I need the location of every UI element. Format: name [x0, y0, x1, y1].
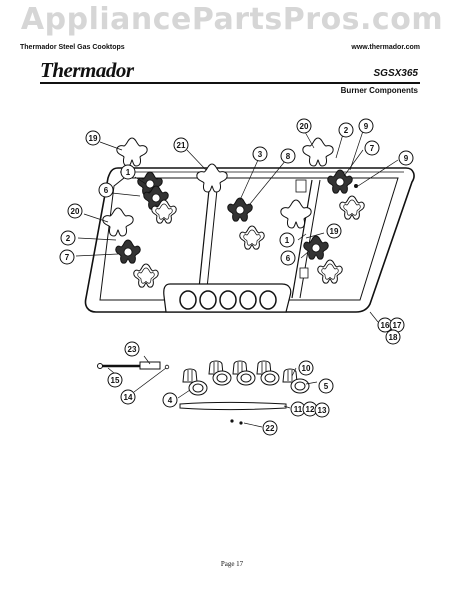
callout-circle [318, 378, 334, 394]
callout-circle [280, 250, 296, 266]
callout-21: 21 [173, 137, 189, 153]
callout-label: 19 [330, 227, 339, 236]
callout-label: 19 [89, 134, 98, 143]
callout-label: 5 [324, 382, 329, 391]
callout-label: 4 [168, 396, 173, 405]
control-panel [163, 283, 292, 313]
callout-7: 7 [364, 140, 380, 156]
callout-18: 18 [385, 329, 401, 345]
callout-label: 6 [286, 254, 291, 263]
header-rule [40, 82, 420, 84]
callout-label: 12 [306, 405, 315, 414]
callout-1: 1 [279, 232, 295, 248]
callout-6: 6 [280, 250, 296, 266]
callout-circle [252, 146, 268, 162]
leader-lines [75, 127, 399, 428]
callout-13: 13 [314, 402, 330, 418]
callout-circle [107, 372, 123, 388]
callout-15: 15 [107, 372, 123, 388]
callout-circle [385, 329, 401, 345]
callout-19: 19 [326, 223, 342, 239]
callout-circle [67, 203, 83, 219]
callout-label: 15 [111, 376, 120, 385]
callout-label: 9 [364, 122, 369, 131]
callout-7: 7 [59, 249, 75, 265]
callout-circle [120, 389, 136, 405]
callout-label: 2 [344, 126, 349, 135]
callout-10: 10 [298, 360, 314, 376]
callout-circle [279, 232, 295, 248]
callout-label: 7 [65, 253, 70, 262]
callout-3: 3 [252, 146, 268, 162]
callout-label: 14 [124, 393, 133, 402]
callout-circle [124, 341, 140, 357]
callout-9: 9 [398, 150, 414, 166]
callout-label: 7 [370, 144, 375, 153]
callout-circle [162, 392, 178, 408]
callout-circle [314, 402, 330, 418]
callout-label: 3 [258, 150, 263, 159]
callout-circle [262, 420, 278, 436]
callout-label: 1 [126, 168, 131, 177]
callout-label: 2 [66, 234, 71, 243]
callout-label: 21 [177, 141, 186, 150]
callout-circle [326, 223, 342, 239]
callout-label: 22 [266, 424, 275, 433]
callout-22: 22 [262, 420, 278, 436]
callout-4: 4 [162, 392, 178, 408]
callout-circle [85, 130, 101, 146]
callout-circle [298, 360, 314, 376]
callout-label: 20 [71, 207, 80, 216]
header-title: Thermador Steel Gas Cooktops [20, 44, 125, 51]
callout-1: 1 [120, 164, 136, 180]
callout-label: 18 [389, 333, 398, 342]
callout-label: 16 [381, 321, 390, 330]
callout-label: 17 [393, 321, 402, 330]
callout-20: 20 [67, 203, 83, 219]
callout-label: 20 [300, 122, 309, 131]
loose-parts [97, 360, 310, 425]
callout-label: 8 [286, 152, 291, 161]
callout-circle [60, 230, 76, 246]
section-title: Burner Components [340, 86, 418, 95]
callout-circle [173, 137, 189, 153]
callout-circle [398, 150, 414, 166]
callout-circle [358, 118, 374, 134]
model-number: SGSX365 [373, 68, 418, 79]
callout-label: 6 [104, 186, 109, 195]
callout-9: 9 [358, 118, 374, 134]
callout-8: 8 [280, 148, 296, 164]
callout-circle [120, 164, 136, 180]
callout-6: 6 [98, 182, 114, 198]
callout-circle [338, 122, 354, 138]
callout-label: 13 [318, 406, 327, 415]
callout-19: 19 [85, 130, 101, 146]
callout-5: 5 [318, 378, 334, 394]
callout-14: 14 [120, 389, 136, 405]
callout-label: 10 [302, 364, 311, 373]
burner-parts [102, 137, 365, 288]
brand-logo: Thermador [40, 58, 134, 82]
callout-2: 2 [338, 122, 354, 138]
callout-circle [280, 148, 296, 164]
callout-circle [296, 118, 312, 134]
callout-label: 11 [294, 405, 303, 414]
callout-label: 9 [404, 154, 409, 163]
callout-circle [364, 140, 380, 156]
callout-circle [98, 182, 114, 198]
callout-circle [59, 249, 75, 265]
callout-23: 23 [124, 341, 140, 357]
page-number: Page 17 [220, 560, 244, 568]
callout-20: 20 [296, 118, 312, 134]
header-url: www.thermador.com [351, 44, 420, 51]
watermark: AppliancePartsPros.com [20, 2, 444, 37]
callout-label: 23 [128, 345, 137, 354]
callout-2: 2 [60, 230, 76, 246]
callout-label: 1 [285, 236, 290, 245]
